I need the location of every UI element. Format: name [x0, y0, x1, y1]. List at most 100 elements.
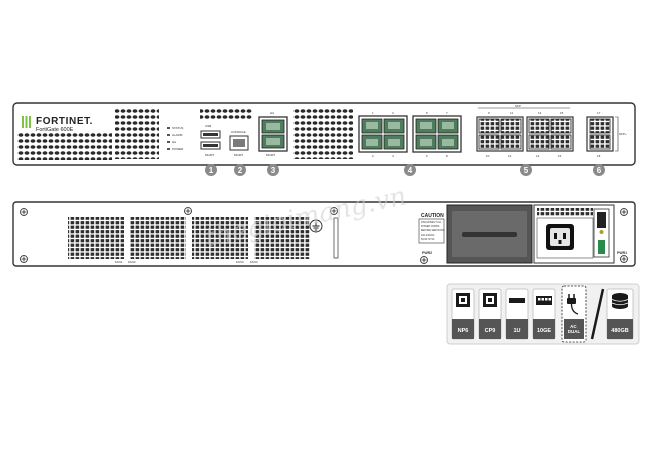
svg-text:5: 5: [426, 111, 428, 115]
pwr2-label: PWR2: [422, 251, 432, 255]
svg-text:MGMT: MGMT: [205, 153, 214, 157]
svg-text:2: 2: [372, 154, 374, 158]
feature-480gb: 480GB: [606, 288, 634, 340]
svg-text:17: 17: [597, 111, 601, 115]
svg-text:BEFORE SERVICING: BEFORE SERVICING: [421, 229, 445, 232]
sfpplus-label: SFP+: [619, 132, 627, 136]
fan-label: FAN1: [115, 260, 123, 264]
svg-text:3: 3: [392, 111, 394, 115]
feature-ac-dual: AC DUAL: [561, 285, 587, 343]
pwr1-label: PWR1: [617, 251, 627, 255]
front-vent-center: [293, 109, 353, 159]
callout-number: 5: [524, 166, 529, 175]
fan-label: FAN2: [128, 260, 136, 264]
svg-text:11: 11: [510, 111, 513, 115]
feature-label-line: AC: [570, 324, 577, 329]
console-port[interactable]: CONSOLE MGMT: [229, 130, 249, 157]
screw-icon: [20, 207, 628, 264]
power-inlet-icon[interactable]: [546, 224, 574, 250]
power-plug-icon: [567, 294, 579, 315]
feature-label: AC DUAL: [568, 324, 581, 334]
led-label: POWER: [172, 147, 184, 151]
ground-icon: [309, 219, 323, 233]
fan-label: FAN3: [236, 260, 244, 264]
rack-1u-icon: [509, 298, 525, 303]
model-name: FortiGate 600E: [36, 127, 74, 133]
back-bracket: [333, 217, 339, 259]
svg-text:CAUTION: CAUTION: [421, 213, 444, 219]
svg-text:10: 10: [486, 154, 490, 158]
back-panel: FAN1 FAN2 FAN3 FAN4 CAUTION DISCONNECT A…: [12, 201, 636, 267]
fan-grille: [68, 217, 124, 259]
led-label: HA: [172, 140, 176, 144]
mgmt-label: MGMT: [266, 153, 275, 157]
svg-text:15: 15: [560, 111, 564, 115]
storage-icon: [611, 293, 629, 309]
ethernet-10ge-icon: [536, 296, 552, 305]
svg-text:9: 9: [488, 111, 490, 115]
feature-label: 480GB: [611, 328, 628, 334]
front-panel: FORTINET. FortiGate 600E STATUS ALARM HA…: [12, 102, 636, 176]
front-vent-mid: [115, 109, 159, 159]
feature-label: CP9: [485, 328, 496, 334]
status-leds: STATUS ALARM HA POWER: [167, 126, 184, 151]
sfpplus-ports-17-18[interactable]: 17 18 SFP+: [586, 111, 627, 158]
svg-text:100-240VAC: 100-240VAC: [421, 234, 435, 237]
front-vent-top: [200, 109, 252, 120]
svg-text:50-60 Hz 5A: 50-60 Hz 5A: [421, 238, 435, 241]
sfp-label: SFP: [515, 104, 521, 108]
feature-label: 10GE: [537, 328, 551, 334]
svg-text:MGMT: MGMT: [234, 153, 243, 157]
fortinet-logo-icon: [22, 116, 31, 128]
usb-label: USB: [205, 124, 211, 128]
svg-text:16: 16: [558, 154, 562, 158]
svg-text:8: 8: [446, 154, 448, 158]
ethernet-ports-5-8[interactable]: 5 7 6 8: [412, 111, 462, 158]
svg-text:4: 4: [392, 154, 394, 158]
svg-text:POWER CORDS: POWER CORDS: [421, 225, 440, 228]
svg-text:1: 1: [372, 111, 374, 115]
console-label: CONSOLE: [231, 130, 246, 134]
led-label: STATUS: [172, 126, 183, 130]
feature-label: NP6: [458, 328, 469, 334]
fan-grille: [192, 217, 248, 259]
chip-icon: [456, 293, 470, 307]
front-vent-left: [17, 133, 112, 160]
ethernet-ports-1-4[interactable]: 1 3 2 4: [358, 111, 408, 158]
divider-slash: [590, 288, 605, 340]
svg-text:18: 18: [597, 154, 601, 158]
callout-number: 1: [209, 166, 214, 175]
callout-number: 6: [597, 166, 602, 175]
svg-text:DISCONNECT ALL: DISCONNECT ALL: [421, 221, 442, 224]
ha-mgmt-ports[interactable]: HA MGMT: [258, 111, 288, 157]
ha-label: HA: [270, 111, 274, 115]
psu-blank-slot: [446, 204, 533, 264]
callout-markers: 1 2 3 4 5 6: [205, 164, 605, 176]
usb-port[interactable]: USB MGMT: [200, 124, 221, 157]
feature-label: 1U: [513, 328, 520, 334]
fan-label: FAN4: [250, 260, 258, 264]
fan-grille: [254, 217, 310, 259]
brand-name: FORTINET.: [36, 116, 93, 127]
fan-grilles: FAN1 FAN2 FAN3 FAN4: [68, 217, 310, 264]
svg-text:7: 7: [446, 111, 448, 115]
svg-text:13: 13: [538, 111, 542, 115]
sfp-ports-9-16[interactable]: SFP 9 11 13 15 10 12 14 16: [476, 104, 574, 158]
psu-1: PWR1: [533, 204, 627, 264]
caution-label: CAUTION DISCONNECT ALL POWER CORDS BEFOR…: [418, 213, 445, 255]
feature-np6: NP6: [451, 288, 475, 340]
svg-text:6: 6: [426, 154, 428, 158]
feature-10ge: 10GE: [532, 288, 556, 340]
callout-number: 2: [238, 166, 243, 175]
callout-number: 3: [271, 166, 276, 175]
feature-label-line: DUAL: [568, 329, 581, 334]
feature-cp9: CP9: [478, 288, 502, 340]
svg-text:12: 12: [508, 154, 512, 158]
svg-text:14: 14: [536, 154, 540, 158]
fan-grille: [130, 217, 186, 259]
feature-1u: 1U: [505, 288, 529, 340]
callout-number: 4: [408, 166, 413, 175]
led-label: ALARM: [172, 133, 183, 137]
chip-icon: [483, 293, 497, 307]
